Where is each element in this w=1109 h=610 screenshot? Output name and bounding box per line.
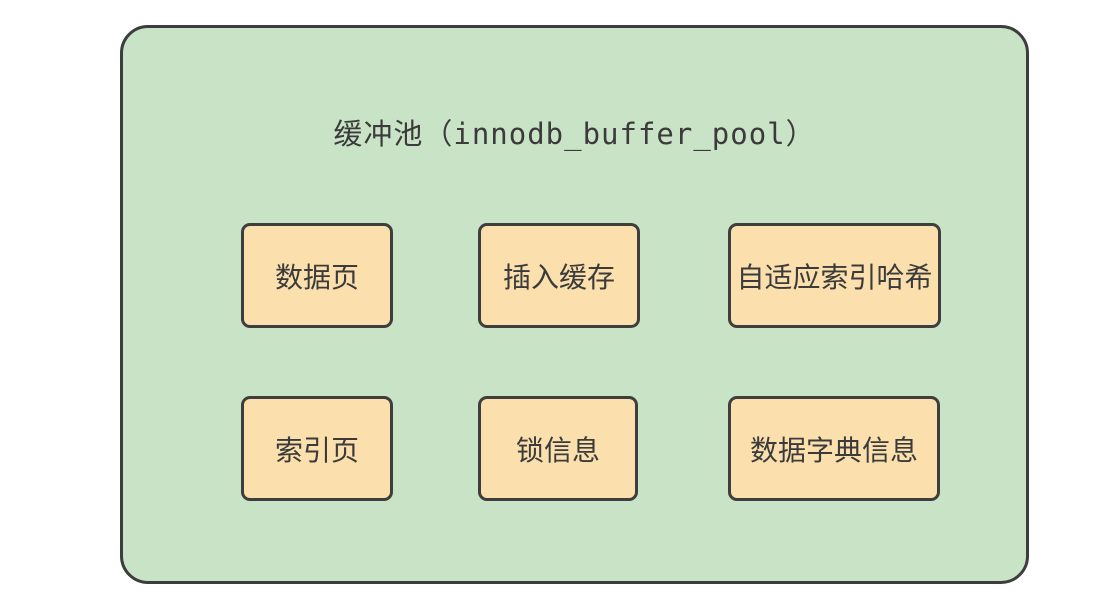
buffer-pool-container: 缓冲池（innodb_buffer_pool） 数据页 插入缓存 自适应索引哈希… [120, 25, 1029, 584]
buffer-pool-title: 缓冲池（innodb_buffer_pool） [333, 117, 816, 151]
box-data-page: 数据页 [241, 223, 393, 328]
box-data-dictionary-info: 数据字典信息 [728, 396, 940, 501]
box-index-page: 索引页 [241, 396, 393, 501]
box-adaptive-hash-index: 自适应索引哈希 [728, 223, 941, 328]
box-lock-info: 锁信息 [478, 396, 638, 501]
box-insert-buffer: 插入缓存 [478, 223, 640, 328]
